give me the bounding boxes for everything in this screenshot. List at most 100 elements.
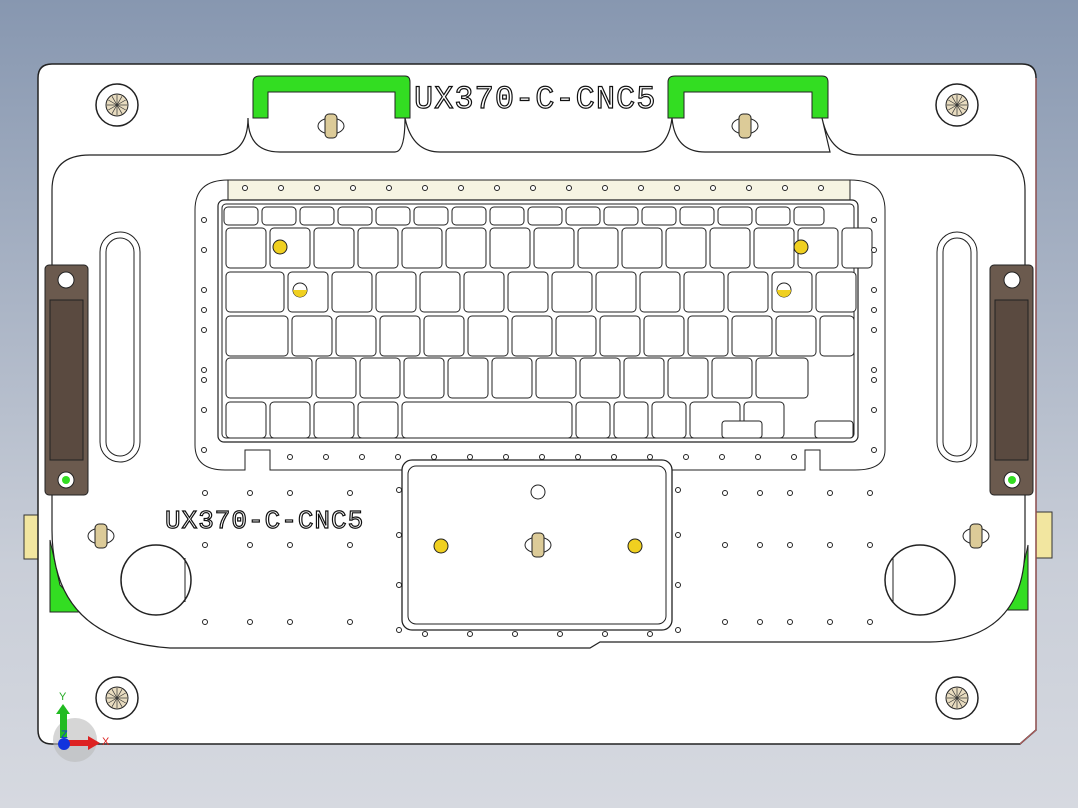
keycap <box>717 206 753 226</box>
keyboard-top-strip <box>227 179 851 201</box>
keycap <box>621 227 663 269</box>
small-hole <box>201 377 207 383</box>
small-hole <box>347 542 353 548</box>
small-hole <box>871 447 877 453</box>
keycap <box>337 206 373 226</box>
keycap <box>755 357 809 399</box>
keycap <box>511 315 553 357</box>
keycap <box>595 271 637 313</box>
small-hole <box>787 490 793 496</box>
small-hole <box>675 532 681 538</box>
small-hole <box>871 407 877 413</box>
small-hole <box>782 185 788 191</box>
keycap <box>375 206 411 226</box>
handle-left[interactable] <box>44 264 89 496</box>
small-hole <box>287 490 293 496</box>
small-hole <box>871 377 877 383</box>
axis-y-label: Y <box>59 691 67 703</box>
small-hole <box>530 185 536 191</box>
keycap <box>577 227 619 269</box>
green-clamp-top-right <box>667 75 829 119</box>
small-hole <box>386 185 392 191</box>
small-hole <box>722 542 728 548</box>
keycap <box>507 271 549 313</box>
keycap <box>291 315 333 357</box>
keycap <box>225 357 313 399</box>
locating-pin-icon <box>627 538 643 554</box>
small-hole <box>201 217 207 223</box>
locating-pin-icon <box>272 239 288 255</box>
small-hole <box>247 619 253 625</box>
small-hole <box>202 490 208 496</box>
keycap <box>575 401 611 439</box>
slot-left <box>99 231 141 463</box>
large-hole <box>884 544 956 616</box>
keycap <box>331 271 373 313</box>
keycap <box>711 357 753 399</box>
keycap <box>375 271 417 313</box>
part-label-top: UX370-C-CNC5 <box>414 81 656 118</box>
small-hole <box>494 185 500 191</box>
keycap <box>793 206 825 226</box>
small-hole <box>395 454 401 460</box>
keycap <box>771 271 813 313</box>
small-hole <box>722 490 728 496</box>
small-hole <box>201 367 207 373</box>
small-hole <box>503 454 509 460</box>
small-hole <box>201 447 207 453</box>
keycap <box>727 271 769 313</box>
small-hole <box>871 287 877 293</box>
small-hole <box>431 454 437 460</box>
small-hole <box>287 454 293 460</box>
keycap <box>269 227 311 269</box>
keycap <box>535 357 577 399</box>
handle-right[interactable] <box>989 264 1034 496</box>
keycap <box>755 206 791 226</box>
small-hole <box>719 454 725 460</box>
small-hole <box>467 631 473 637</box>
small-hole <box>566 185 572 191</box>
keycap <box>639 271 681 313</box>
keycap <box>603 206 639 226</box>
keycap <box>679 206 715 226</box>
small-hole <box>675 487 681 493</box>
small-hole <box>827 490 833 496</box>
small-hole <box>396 532 402 538</box>
small-hole <box>396 627 402 633</box>
keycap <box>359 357 401 399</box>
small-hole <box>867 542 873 548</box>
keycap <box>261 206 297 226</box>
keycap <box>731 315 773 357</box>
keycap <box>683 271 725 313</box>
small-hole <box>871 307 877 313</box>
plate-edge <box>1019 78 1037 745</box>
keycap <box>357 401 399 439</box>
small-hole <box>757 490 763 496</box>
mounting-holes <box>201 185 877 637</box>
small-hole <box>396 487 402 493</box>
small-hole <box>242 185 248 191</box>
keycap <box>555 315 597 357</box>
keycap <box>565 206 601 226</box>
locating-pin-icon <box>433 538 449 554</box>
keycap <box>313 401 355 439</box>
small-hole <box>757 542 763 548</box>
keycap <box>335 315 377 357</box>
keycap <box>413 206 449 226</box>
keycap <box>551 271 593 313</box>
keycaps <box>223 206 873 439</box>
small-hole <box>278 185 284 191</box>
keycap <box>225 315 289 357</box>
small-hole <box>202 619 208 625</box>
small-hole <box>787 542 793 548</box>
small-hole <box>871 327 877 333</box>
small-hole <box>602 631 608 637</box>
keycap <box>313 227 355 269</box>
keycap <box>223 206 259 226</box>
small-hole <box>557 631 563 637</box>
keycap <box>651 401 687 439</box>
small-hole <box>871 247 877 253</box>
small-hole <box>871 217 877 223</box>
keycap <box>315 357 357 399</box>
